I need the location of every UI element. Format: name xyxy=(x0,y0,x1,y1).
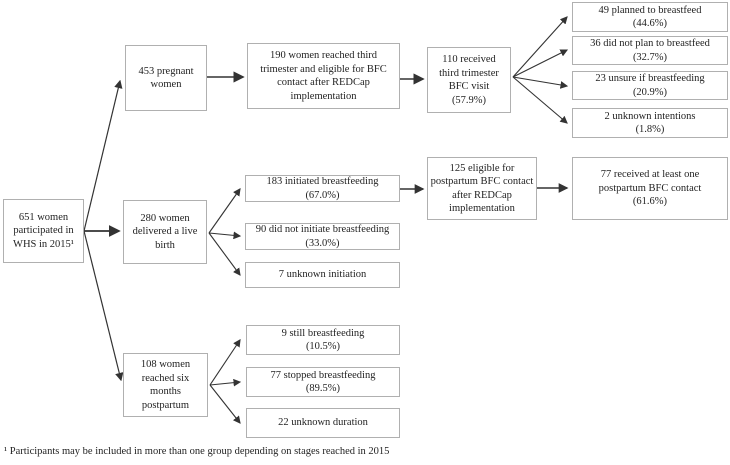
arrow-651-to-108 xyxy=(83,230,124,382)
node-651-women-participated: 651 women participated in WHS in 2015¹ xyxy=(3,199,84,263)
node-77-stopped-breastfeeding: 77 stopped breastfeeding (89.5%) xyxy=(246,367,400,397)
node-183-initiated-breastfeeding: 183 initiated breastfeeding (67.0%) xyxy=(245,175,400,202)
arrow-651-to-453 xyxy=(83,79,123,232)
node-190-reached-third-trimester: 190 women reached third trimester and el… xyxy=(247,43,400,109)
arrow-280-to-183 xyxy=(208,188,241,234)
arrow-108-to-9 xyxy=(209,339,241,386)
node-77-received-postpartum: 77 received at least one postpartum BFC … xyxy=(572,157,728,220)
arrow-110-to-23 xyxy=(512,76,569,89)
arrow-280-to-90 xyxy=(208,231,242,240)
node-9-still-breastfeeding: 9 still breastfeeding (10.5%) xyxy=(246,325,400,355)
node-453-pregnant-women: 453 pregnant women xyxy=(125,45,207,111)
node-2-unknown-intentions: 2 unknown intentions (1.8%) xyxy=(572,108,728,138)
node-49-planned-to-breastfeed: 49 planned to breastfeed (44.6%) xyxy=(572,2,728,32)
node-125-eligible-postpartum: 125 eligible for postpartum BFC contact … xyxy=(427,157,537,220)
arrow-108-to-22 xyxy=(209,384,241,424)
node-110-received-bfc-visit: 110 received third trimester BFC visit (… xyxy=(427,47,511,113)
arrow-280-to-7 xyxy=(208,232,241,276)
node-23-unsure-if-breastfeeding: 23 unsure if breastfeeding (20.9%) xyxy=(572,71,728,100)
arrow-110-to-2 xyxy=(512,76,568,124)
node-7-unknown-initiation: 7 unknown initiation xyxy=(245,262,400,288)
node-36-did-not-plan: 36 did not plan to breastfeed (32.7%) xyxy=(572,36,728,65)
node-90-did-not-initiate: 90 did not initiate breastfeeding (33.0%… xyxy=(245,223,400,250)
arrow-110-to-49 xyxy=(512,16,568,78)
arrow-108-to-77s xyxy=(209,378,242,387)
node-22-unknown-duration: 22 unknown duration xyxy=(246,408,400,438)
node-280-delivered-live-birth: 280 women delivered a live birth xyxy=(123,200,207,264)
footnote: ¹ Participants may be included in more t… xyxy=(4,446,390,457)
node-108-reached-six-months: 108 women reached six months postpartum xyxy=(123,353,208,417)
arrow-110-to-36 xyxy=(512,49,569,78)
